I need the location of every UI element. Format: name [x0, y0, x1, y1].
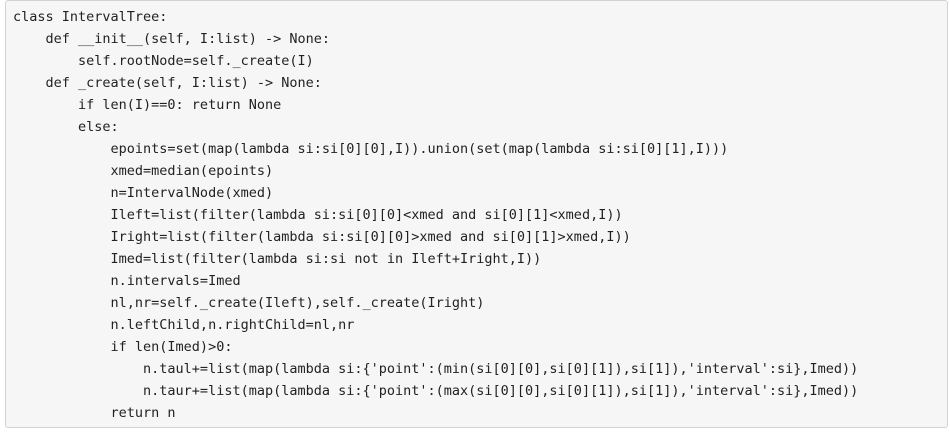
code-line-16: if len(Imed)>0:: [13, 339, 233, 355]
code-line-19: return n: [13, 405, 176, 421]
code-line-3: self.rootNode=self._create(I): [13, 53, 314, 69]
code-line-2: def __init__(self, I:list) -> None:: [13, 31, 330, 47]
code-line-8: xmed=median(epoints): [13, 163, 274, 179]
code-line-5: if len(I)==0: return None: [13, 97, 282, 113]
code-line-15: n.leftChild,n.rightChild=nl,nr: [13, 317, 355, 333]
code-line-10: Ileft=list(filter(lambda si:si[0][0]<xme…: [13, 207, 623, 223]
code-line-9: n=IntervalNode(xmed): [13, 185, 274, 201]
code-line-18: n.taur+=list(map(lambda si:{'point':(max…: [13, 383, 859, 399]
code-block: class IntervalTree: def __init__(self, I…: [5, 0, 948, 428]
code-line-4: def _create(self, I:list) -> None:: [13, 75, 322, 91]
code-line-1: class IntervalTree:: [13, 9, 168, 25]
code-line-17: n.taul+=list(map(lambda si:{'point':(min…: [13, 361, 859, 377]
code-line-14: nl,nr=self._create(Ileft),self._create(I…: [13, 295, 485, 311]
code-line-12: Imed=list(filter(lambda si:si not in Ile…: [13, 251, 542, 267]
code-line-11: Iright=list(filter(lambda si:si[0][0]>xm…: [13, 229, 631, 245]
code-line-6: else:: [13, 119, 119, 135]
code-line-13: n.intervals=Imed: [13, 273, 241, 289]
code-line-7: epoints=set(map(lambda si:si[0][0],I)).u…: [13, 141, 729, 157]
